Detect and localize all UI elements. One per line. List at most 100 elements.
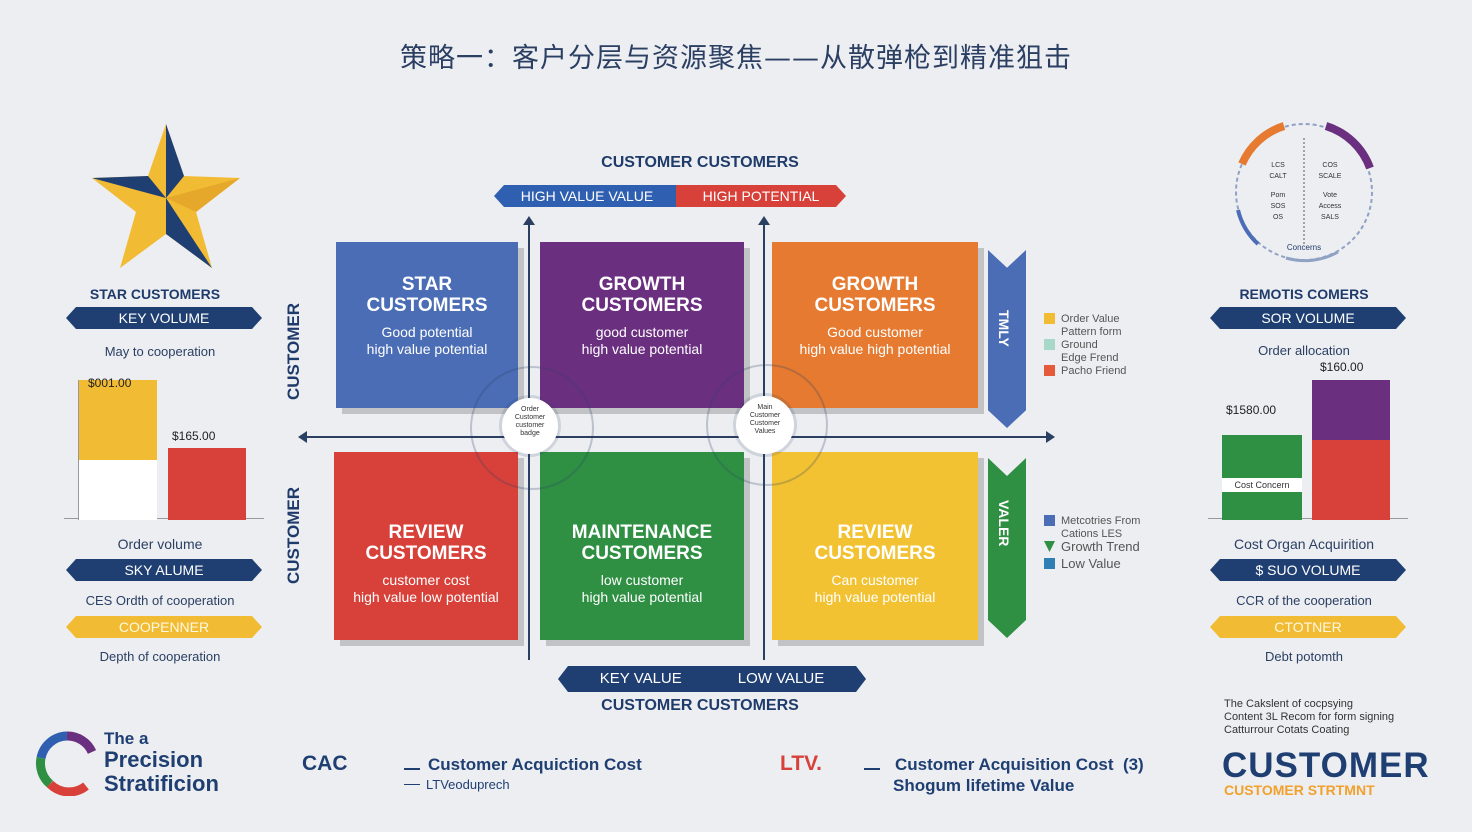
legend-swatch — [1044, 528, 1055, 539]
note-line: The Cakslent of cocpsying — [1224, 698, 1354, 710]
left-ribbon-3: COOPENNER — [66, 616, 262, 638]
right-arrow-bottom — [988, 458, 1026, 638]
center-badge-left: Order Customer customer badge — [502, 398, 558, 454]
legend-item: Pattern form — [1044, 325, 1174, 338]
legend-label: Order Value — [1061, 312, 1120, 325]
quadrant-title-2: CUSTOMERS — [365, 543, 487, 564]
right-arrow-top-label: TMLY — [996, 310, 1012, 347]
logo-line-3: Stratificion — [104, 771, 219, 796]
quadrant-sub: Good customer — [827, 324, 923, 340]
quadrant-title: REVIEW — [837, 522, 913, 543]
left-bar-label-1: $001.00 — [88, 376, 132, 390]
right-bar-2 — [1312, 440, 1390, 520]
legend-swatch — [1044, 339, 1055, 350]
ring-left-text: LCS CALT Pom SOS OS — [1258, 160, 1298, 223]
ring-left-line: OS — [1272, 214, 1284, 221]
matrix-bottom-heading: CUSTOMER CUSTOMERS — [601, 697, 799, 714]
right-ribbon-2: $ SUO VOLUME — [1210, 559, 1406, 581]
cac-label: CAC — [302, 752, 348, 775]
note-line: Content 3L Recom for form signing — [1224, 711, 1395, 723]
quadrant-sub-2: high value potential — [581, 341, 703, 357]
legend-label: Cations LES — [1061, 527, 1123, 540]
precision-logo-text: The a Precision Stratificion — [104, 730, 219, 796]
quadrant-title-2: CUSTOMERS — [366, 295, 488, 316]
center-ring-right — [706, 364, 828, 486]
circular-diagram — [1228, 118, 1380, 266]
note-line: Catturrour Cotats Coating — [1224, 724, 1350, 736]
ring-left-line: CALT — [1269, 173, 1287, 180]
legend-item: Ground — [1044, 338, 1174, 351]
quadrant-title-2: CUSTOMERS — [814, 295, 936, 316]
center-left-line: Order — [521, 406, 539, 413]
left-bar-label-2: $165.00 — [172, 429, 216, 443]
legend-item: Cations LES — [1044, 527, 1174, 540]
quadrant-title: REVIEW — [388, 522, 464, 543]
quadrant-title: GROWTH — [831, 274, 919, 295]
quadrant-title: STAR — [401, 274, 453, 295]
legend-swatch — [1044, 515, 1055, 526]
quadrant-title-2: CUSTOMERS — [581, 295, 703, 316]
brand-sub: CUSTOMER STRTMNT — [1224, 782, 1375, 798]
axis-arrow-left-icon — [298, 431, 307, 443]
ring-left-line: LCS — [1271, 162, 1285, 169]
axis-arrow-up-icon — [523, 216, 535, 225]
right-text-3: CCR of the cooperation — [1236, 593, 1372, 608]
legend-item: Pacho Friend — [1044, 364, 1174, 377]
ring-left-line: SOS — [1270, 203, 1286, 210]
legend-item: Order Value — [1044, 312, 1174, 325]
logo-line-2: Precision — [104, 747, 204, 772]
right-bar-label-2: $1580.00 — [1226, 403, 1277, 417]
right-text-allocation: Order allocation — [1258, 343, 1350, 358]
cac-line-1: Customer Acquiction Cost — [428, 755, 642, 774]
matrix-top-heading: CUSTOMER CUSTOMERS — [601, 154, 799, 171]
quadrant-sub: Can customer — [831, 572, 919, 588]
right-bar-inner-label: Cost Concern — [1222, 478, 1302, 492]
brand-logo: CUSTOMER — [1222, 746, 1430, 785]
right-bar-label-1: $160.00 — [1320, 360, 1364, 374]
legend-swatch — [1044, 558, 1055, 569]
quadrant-sub: customer cost — [382, 572, 470, 588]
right-ribbon-volume: SOR VOLUME — [1210, 307, 1406, 329]
cac-dash-icon-2 — [404, 784, 420, 785]
legend-item: Edge Frend — [1044, 351, 1174, 364]
left-panel-heading: STAR CUSTOMERS — [89, 286, 221, 302]
quadrant-title: MAINTENANCE — [571, 522, 713, 543]
legend-top: Order Value Pattern form Ground Edge Fre… — [1044, 312, 1174, 377]
legend-swatch — [1044, 365, 1055, 376]
legend-label: Low Value — [1061, 556, 1121, 571]
ring-bottom-label: Concerns — [1286, 243, 1322, 252]
left-ribbon-2: SKY ALUME — [66, 559, 262, 581]
left-bar-2 — [168, 448, 246, 520]
right-panel-heading: REMOTIS COMERS — [1239, 286, 1369, 302]
legend-arrow-icon — [1044, 541, 1055, 552]
footer-note: The Cakslent of cocpsying Content 3L Rec… — [1224, 698, 1454, 737]
right-bar-1 — [1222, 435, 1302, 520]
legend-swatch — [1044, 313, 1055, 324]
left-ribbon-volume: KEY VOLUME — [66, 307, 262, 329]
legend-item: Metcotries From — [1044, 514, 1174, 527]
axis-arrow-right-icon — [1046, 431, 1055, 443]
legend-item: Low Value — [1044, 556, 1174, 571]
quadrant-sub: low customer — [600, 572, 684, 588]
logo-line-1: The a — [104, 729, 149, 748]
left-text-4: Depth of cooperation — [99, 649, 221, 664]
left-bar-1 — [79, 380, 157, 460]
quadrant-sub-2: high value potential — [366, 341, 488, 357]
quadrant-sub-2: high value potential — [581, 589, 703, 605]
ltv-dash-icon — [864, 768, 880, 770]
cac-dash-icon — [404, 768, 420, 770]
center-right-line: Values — [754, 428, 776, 435]
legend-label: Growth Trend — [1061, 539, 1140, 554]
precision-logo-icon — [34, 730, 100, 797]
top-ribbon-high-potential: HIGH POTENTIAL — [676, 185, 846, 207]
legend-label: Ground — [1061, 338, 1098, 351]
right-arrow-top — [988, 250, 1026, 428]
left-text-order-volume: Order volume — [117, 536, 203, 552]
left-bar-chart: $001.00 $165.00 — [64, 370, 264, 520]
ring-left-line: Pom — [1270, 192, 1286, 199]
center-right-line: Main — [757, 404, 773, 411]
page-title: 策略一：客户分层与资源聚焦——从散弹枪到精准狙击 — [400, 43, 1072, 74]
legend-bottom: Metcotries From Cations LES Growth Trend… — [1044, 514, 1174, 571]
